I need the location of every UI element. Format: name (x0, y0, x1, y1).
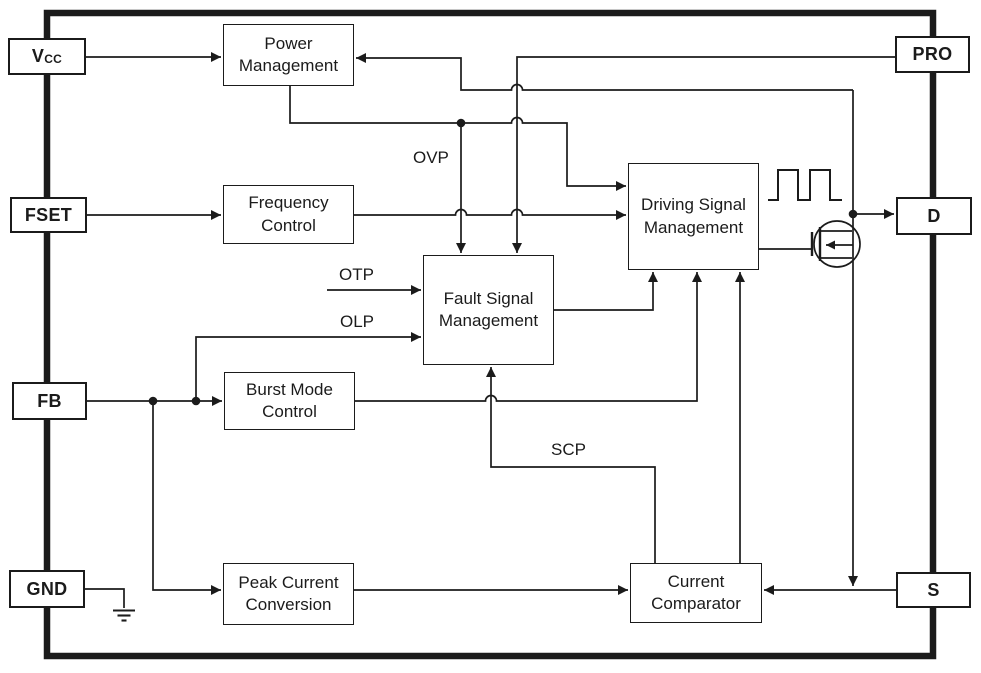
chip-boundary (43, 9, 937, 660)
net-label-olp: OLP (340, 312, 375, 331)
wire-pro-to-fault-signal-management (512, 56, 895, 253)
block-burst-mode-control: Burst Mode Control (224, 372, 355, 430)
pin-label: FB (37, 390, 62, 411)
mosfet-body-circle (813, 220, 861, 268)
block-peak-current-conversion: Peak Current Conversion (223, 563, 354, 625)
wire-fault-signal-to-driving-signal-management (554, 272, 658, 311)
block-driving-signal-management: Driving Signal Management (628, 163, 759, 270)
block-label: Control (261, 215, 316, 235)
block-label: Power (264, 33, 313, 53)
pin-label-subscript: CC (44, 52, 63, 66)
pin-gnd: GND (9, 570, 85, 608)
pin-label: PRO (912, 44, 953, 64)
pin-label: V (31, 46, 45, 66)
wire-burst-mode-to-driving-signal-management (355, 272, 702, 402)
wires (85, 52, 896, 608)
block-label: Current (667, 571, 725, 591)
wire-drain-sense-to-power-management (356, 53, 853, 91)
net-label-scp: SCP (551, 440, 586, 459)
junction-dot (191, 396, 201, 406)
junction-dot (148, 396, 158, 406)
wire-scp-to-fault-signal-management (486, 367, 656, 563)
pin-label: S (927, 579, 940, 600)
block-frequency-control: Frequency Control (223, 185, 354, 244)
block-label: Control (262, 402, 317, 421)
junction-dots (148, 118, 858, 406)
wire-olp-to-fault-signal-management (195, 332, 421, 401)
block-label: Frequency (248, 193, 329, 213)
block-label: Conversion (245, 595, 332, 614)
wire-frequency-control-to-driving-signal-management (354, 208, 626, 220)
pin-label: GND (26, 578, 68, 599)
pin-s: S (896, 572, 971, 608)
wire-power-management-to-driving-signal-management (289, 86, 626, 191)
block-label: Comparator (651, 594, 741, 613)
wire-fb-to-peak-current-conversion (152, 401, 221, 595)
block-label: Management (438, 311, 539, 330)
block-fault-signal-management: Fault Signal Management (423, 255, 554, 365)
block-label: Fault Signal (443, 288, 534, 308)
block-label: Management (643, 217, 744, 237)
junction-dot (848, 209, 858, 219)
block-power-management: Power Management (223, 24, 354, 86)
pin-label: FSET (24, 204, 73, 225)
block-label: Driving Signal (641, 195, 746, 215)
net-label-ovp: OVP (413, 148, 449, 167)
net-label-otp: OTP (339, 265, 374, 284)
block-label: Management (238, 56, 339, 75)
pin-label: D (927, 205, 941, 226)
mosfet-icon (810, 220, 861, 268)
pulse-waveform-icon (768, 169, 842, 201)
wire-gnd-to-ground-symbol (85, 588, 125, 608)
block-label: Peak Current (238, 572, 339, 592)
junction-dot (456, 118, 466, 128)
pin-fb: FB (12, 382, 87, 420)
block-label: Burst Mode (246, 379, 333, 399)
ground-icon (113, 609, 135, 622)
pin-pro: PRO (895, 36, 970, 73)
pin-fset: FSET (10, 197, 87, 233)
block-current-comparator: Current Comparator (630, 563, 762, 623)
pin-d: D (896, 197, 972, 235)
